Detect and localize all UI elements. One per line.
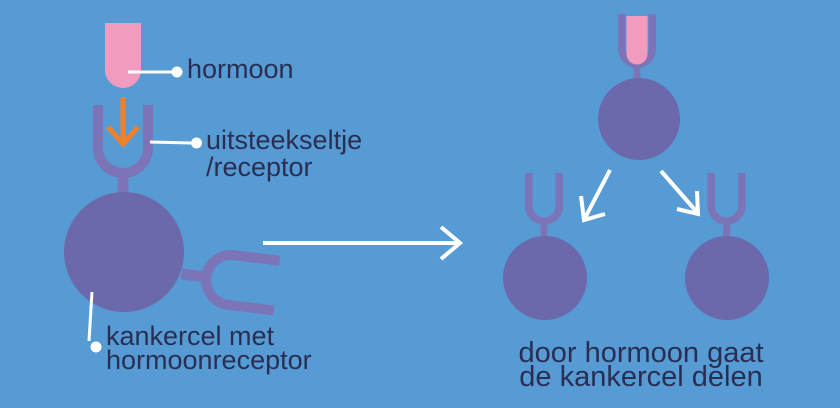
hormone-label-dot: [171, 66, 183, 78]
division-caption-line2: de kankercel delen: [519, 361, 763, 393]
division-caption: door hormoon gaat de kankercel delen: [491, 337, 791, 393]
binding-arrow-icon: [106, 97, 140, 148]
receptor-label-line: [149, 140, 192, 145]
cancer-cell-label-dot: [90, 341, 102, 353]
receptor-label-line2: /receptor: [206, 152, 313, 182]
side-receptor-fork: [201, 250, 281, 316]
cancer-cell-label-line1: kankercel met: [106, 321, 275, 351]
receptor-icon: [93, 105, 153, 178]
cancer-cell-label-line: [87, 291, 94, 342]
cancer-cell-label: kankercel met hormoonreceptor: [106, 321, 312, 375]
division-caption-line1: door hormoon gaat: [518, 337, 764, 369]
daughter-receptor-right-icon: [707, 173, 746, 225]
hormone-icon: [105, 23, 141, 88]
daughter-cell-right: [685, 236, 769, 320]
daughter-receptor-left-icon: [525, 173, 563, 225]
cancer-cell: [64, 192, 184, 312]
transition-arrow-icon: [263, 225, 464, 261]
side-receptor-icon: [180, 250, 281, 316]
bound-hormone-icon: [626, 16, 648, 65]
daughter-cell-left: [503, 236, 587, 320]
division-arrow-left-icon: [579, 169, 612, 223]
receptor-label: uitsteekseltje /receptor: [206, 127, 362, 181]
receptor-label-line1: uitsteekseltje: [206, 125, 363, 155]
receptor-label-dot: [191, 137, 202, 149]
hormone-label-text: hormoon: [187, 54, 294, 84]
parent-cell: [598, 78, 680, 160]
division-arrow-right-icon: [659, 169, 701, 217]
cancer-cell-label-line2: hormoonreceptor: [106, 345, 312, 375]
hormone-label: hormoon: [187, 55, 294, 83]
